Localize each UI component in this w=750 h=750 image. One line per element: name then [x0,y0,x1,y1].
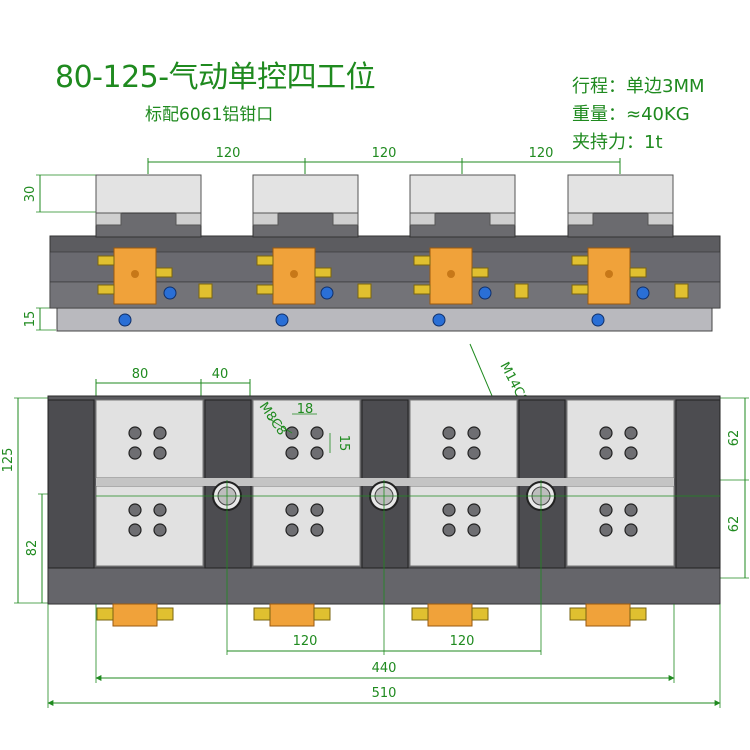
bottom-pitch-2: 120 [450,634,475,649]
side-pitch-1: 120 [216,146,241,161]
side-pitch-3: 120 [529,146,554,161]
top-right-dim-1: 62 [727,430,742,447]
hole-offset: 15 [336,435,351,452]
valve-block-3 [413,247,529,327]
bolt-holes [128,426,638,537]
top-right-dim-2: 62 [727,516,742,533]
bottom-pitch-1: 120 [293,634,318,649]
side-view: 120 120 120 30 15 [23,146,721,491]
hole-pitch: 18 [297,402,314,417]
top-half-depth: 82 [25,540,40,557]
top-overall-depth: 125 [1,448,16,473]
jaw-station-4 [567,174,674,238]
jaw-station-1 [95,174,202,238]
side-base-height: 15 [23,311,38,328]
span-510: 510 [372,686,397,701]
valve-block-4 [571,247,689,327]
jaw-station-2 [252,174,359,238]
top-jaw-plates [95,399,675,567]
valve-block-1 [97,247,213,327]
top-view: 80 40 125 82 62 62 [1,367,749,708]
spec-stroke: 行程：单边3MM [572,76,705,97]
spec-weight: 重量：≈40KG [572,104,690,125]
jaw-station-3 [409,174,516,238]
page-title: 80-125-气动单控四工位 [55,60,376,95]
valve-block-2 [256,247,372,327]
base-plate [56,305,713,332]
top-jaw-width: 80 [132,367,149,382]
spec-clamp-force: 夹持力：1t [572,132,663,153]
side-jaw-height: 30 [23,186,38,203]
span-440: 440 [372,661,397,676]
side-pitch-2: 120 [372,146,397,161]
top-gap-width: 40 [212,367,229,382]
page-subtitle: 标配6061铝钳口 [145,105,274,125]
bottom-valves [96,603,647,627]
